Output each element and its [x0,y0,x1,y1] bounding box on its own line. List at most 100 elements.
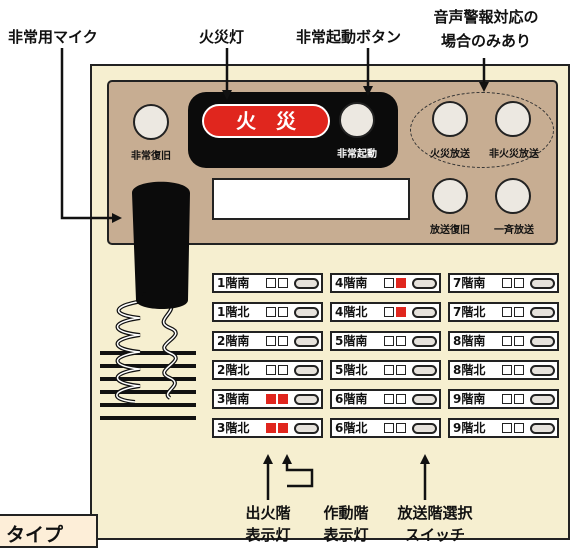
broadcast-switch-label-line2: スイッチ [404,526,465,544]
active-floor-lamp-callout-arrow [282,454,314,488]
active-floor-indicator-lamp [514,394,524,404]
floor-label: 7階北 [453,305,486,319]
floor-label: 1階南 [217,276,250,290]
floor-cell: 7階南 [448,273,559,293]
broadcast-floor-switch[interactable] [530,365,555,376]
active-floor-indicator-lamp [396,278,406,288]
floor-label: 2階北 [217,363,250,377]
fire-floor-indicator-lamp [384,278,394,288]
floor-label: 9階北 [453,421,486,435]
broadcast-floor-switch[interactable] [412,365,437,376]
broadcast-floor-switch[interactable] [294,307,319,318]
emergency-reset-label: 非常復旧 [131,151,171,162]
mic-cord-right [161,298,178,400]
fire-floor-indicator-lamp [502,365,512,375]
broadcast-floor-switch[interactable] [294,394,319,405]
active-floor-lamp-label-line2: 表示灯 [323,526,369,544]
fire-broadcast-button[interactable] [432,101,468,137]
fire-floor-indicator-lamp [266,365,276,375]
active-floor-indicator-lamp [514,423,524,433]
broadcast-reset-button[interactable] [432,178,468,214]
fire-lamp-callout-label: 火災灯 [199,28,245,46]
display-window [212,178,410,220]
floor-label: 6階南 [335,392,368,406]
emergency-start-label: 非常起動 [337,149,377,160]
fire-floor-indicator-lamp [502,423,512,433]
floor-cell: 1階南 [212,273,323,293]
active-floor-indicator-lamp [396,394,406,404]
active-floor-lamp-label-line1: 作動階 [323,504,369,522]
fire-floor-indicator-lamp [266,278,276,288]
floor-cell: 3階南 [212,389,323,409]
fire-floor-indicator-lamp [266,336,276,346]
floor-cell: 8階北 [448,360,559,380]
mic-callout-arrow [60,48,122,223]
active-floor-indicator-lamp [514,307,524,317]
floor-label: 3階北 [217,421,250,435]
broadcast-floor-switch[interactable] [530,394,555,405]
floor-label: 6階北 [335,421,368,435]
active-floor-indicator-lamp [514,336,524,346]
type-tab-label: タイプ [6,524,64,546]
fire-floor-indicator-lamp [384,336,394,346]
broadcast-floor-switch[interactable] [412,423,437,434]
broadcast-floor-switch[interactable] [530,307,555,318]
type-tab: タイプ [0,514,98,548]
floor-cell: 3階北 [212,418,323,438]
floor-label: 8階南 [453,334,486,348]
fire-floor-indicator-lamp [384,423,394,433]
floor-cell: 6階南 [330,389,441,409]
active-floor-indicator-lamp [514,365,524,375]
broadcast-floor-switch[interactable] [412,336,437,347]
fire-floor-lamp-label-line1: 出火階 [245,504,291,522]
floor-cell: 7階北 [448,302,559,322]
voice-alarm-note-line1: 音声警報対応の [433,8,539,26]
floor-label: 5階南 [335,334,368,348]
broadcast-floor-switch[interactable] [294,365,319,376]
fire-floor-lamp-label-line2: 表示灯 [245,526,291,544]
broadcast-floor-switch[interactable] [530,423,555,434]
fire-floor-indicator-lamp [266,394,276,404]
broadcast-floor-switch[interactable] [412,278,437,289]
fire-lamp: 火 災 [202,104,330,138]
fire-floor-indicator-lamp [384,394,394,404]
floor-cell: 5階南 [330,331,441,351]
floor-label: 1階北 [217,305,250,319]
emergency-start-button[interactable] [339,102,375,138]
floor-cell: 2階南 [212,331,323,351]
fire-lamp-text: 火 災 [236,109,296,133]
broadcast-floor-switch[interactable] [294,423,319,434]
emergency-start-callout-label: 非常起動ボタン [296,28,402,46]
broadcast-floor-switch[interactable] [294,278,319,289]
fire-broadcast-label: 火災放送 [430,149,470,160]
active-floor-indicator-lamp [396,423,406,433]
fire-floor-indicator-lamp [502,278,512,288]
floor-cell: 4階北 [330,302,441,322]
all-broadcast-button[interactable] [495,178,531,214]
fire-floor-indicator-lamp [502,307,512,317]
broadcast-floor-switch[interactable] [294,336,319,347]
emergency-reset-button[interactable] [133,104,169,140]
voice-alarm-note-line2: 場合のみあり [440,32,531,50]
fire-floor-indicator-lamp [384,307,394,317]
broadcast-floor-switch[interactable] [530,336,555,347]
non-fire-broadcast-button[interactable] [495,101,531,137]
active-floor-indicator-lamp [278,394,288,404]
floor-label: 2階南 [217,334,250,348]
active-floor-indicator-lamp [278,365,288,375]
floor-cell: 9階南 [448,389,559,409]
broadcast-floor-switch[interactable] [530,278,555,289]
floor-cell: 1階北 [212,302,323,322]
floor-label: 7階南 [453,276,486,290]
active-floor-indicator-lamp [278,336,288,346]
mic-callout-label: 非常用マイク [8,28,98,46]
broadcast-floor-switch[interactable] [412,307,437,318]
floor-label: 4階北 [335,305,368,319]
floor-label: 9階南 [453,392,486,406]
speaker-grille [100,351,196,420]
broadcast-switch-label-line1: 放送階選択 [397,504,473,522]
active-floor-indicator-lamp [278,278,288,288]
all-broadcast-label: 一斉放送 [494,225,534,236]
broadcast-floor-switch[interactable] [412,394,437,405]
fire-floor-indicator-lamp [266,423,276,433]
